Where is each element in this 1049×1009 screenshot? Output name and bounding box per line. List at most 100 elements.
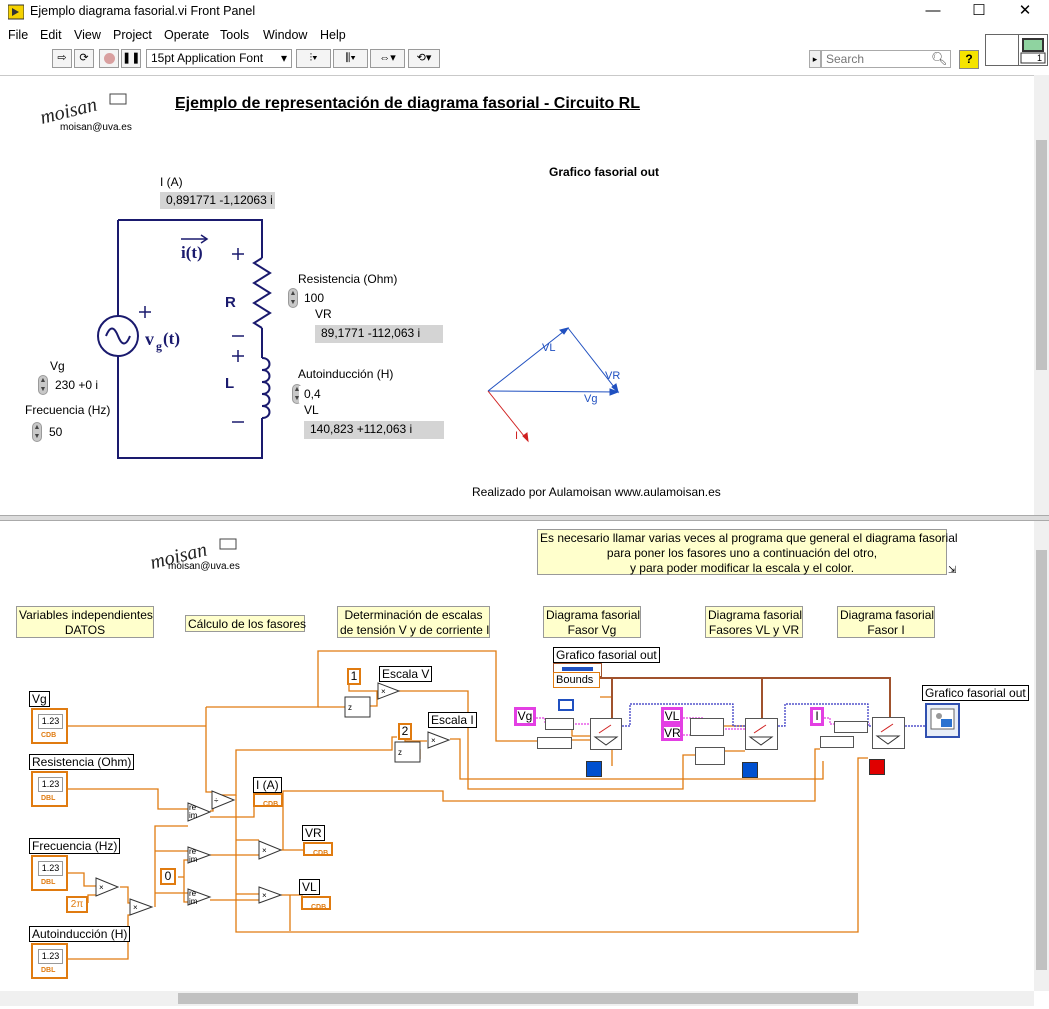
freq-increment-icon[interactable]: ▲▼ — [32, 422, 42, 442]
vi-icon-pane[interactable] — [985, 34, 1019, 66]
distribute-objects-icon[interactable]: ⫼▾ — [333, 49, 368, 68]
menu-operate[interactable]: Operate — [164, 28, 210, 42]
menu-window[interactable]: Window — [263, 28, 308, 42]
font-select[interactable]: 15pt Application Font▾ — [146, 49, 292, 68]
complex-magnitude-i[interactable] — [394, 741, 421, 763]
i-output-terminal[interactable]: CDB — [253, 793, 283, 808]
bounds-property[interactable]: Bounds — [553, 672, 600, 688]
vg-color-constant[interactable] — [586, 761, 602, 777]
vl-terminal-label: VL — [299, 879, 320, 895]
reorder-icon[interactable]: ⟲▾ — [408, 49, 440, 68]
i-color-constant[interactable] — [869, 759, 885, 775]
vr-output-terminal[interactable]: CDB — [303, 842, 333, 857]
divide-node[interactable] — [211, 790, 236, 810]
vlvr-color-constant[interactable] — [742, 762, 758, 778]
run-arrow-icon[interactable]: ⇨ — [52, 49, 72, 68]
vg-terminal[interactable]: 1.23 CDB — [31, 708, 68, 744]
i-bundle-node[interactable] — [834, 721, 868, 733]
vl-output-terminal[interactable]: CDB — [301, 896, 331, 911]
two-constant[interactable]: 2 — [398, 723, 412, 740]
connector-number: 1 — [1037, 53, 1043, 63]
maximize-button[interactable]: ☐ — [972, 2, 986, 19]
run-continuously-icon[interactable]: ⟳ — [74, 49, 94, 68]
footer-credit: Realizado por Aulamoisan www.aulamoisan.… — [472, 485, 721, 499]
one-constant[interactable]: 1 — [347, 668, 361, 685]
freq-control[interactable]: 50 — [44, 424, 94, 441]
svg-text:×: × — [262, 846, 267, 855]
i-phasor-constant[interactable]: I — [810, 707, 824, 726]
pane-splitter[interactable] — [0, 515, 1049, 521]
phasor-vl-arrowhead — [559, 327, 570, 335]
menu-help[interactable]: Help — [320, 28, 346, 42]
zero-constant[interactable]: 0 — [160, 868, 176, 885]
connector-pane[interactable]: 1 — [1018, 34, 1048, 66]
i-bundle-node-2[interactable] — [820, 736, 854, 748]
svg-text:im: im — [189, 811, 198, 820]
vr-phasor-constant[interactable]: VR — [661, 724, 683, 741]
phasor-subvi-vg[interactable] — [590, 718, 622, 750]
help-icon[interactable]: ? — [959, 50, 979, 69]
re-im-to-complex-2[interactable] — [187, 846, 212, 864]
phasor-vg-label: Vg — [584, 393, 597, 405]
search-input[interactable] — [821, 50, 951, 68]
vl-array-build[interactable] — [690, 718, 724, 736]
ind-control[interactable]: 0,4 — [299, 386, 349, 403]
vr-array-build[interactable] — [695, 747, 725, 765]
note-fasor-i-2: Fasor I — [867, 623, 905, 637]
resize-objects-icon[interactable]: ⇔▾ — [370, 49, 405, 68]
minimize-button[interactable]: — — [925, 2, 941, 19]
pause-icon[interactable]: ❚❚ — [121, 49, 141, 68]
vg-increment-icon[interactable]: ▲▼ — [38, 375, 48, 395]
twopi-constant[interactable]: 2π — [66, 896, 88, 913]
block-diagram-hscroll-thumb[interactable] — [178, 993, 858, 1004]
menu-file[interactable]: File — [8, 28, 29, 42]
graph-terminal[interactable] — [925, 703, 960, 738]
block-diagram-vscroll-thumb[interactable] — [1036, 550, 1047, 970]
front-panel-vscroll-thumb[interactable] — [1036, 140, 1047, 370]
align-objects-icon[interactable]: ⫶▾ — [296, 49, 331, 68]
res-terminal[interactable]: 1.23 DBL — [31, 771, 68, 807]
phasor-subvi-vlvr[interactable] — [745, 718, 778, 750]
multiply-node-4[interactable] — [258, 886, 283, 904]
abort-icon[interactable] — [99, 49, 119, 68]
vg-bundle-node[interactable] — [545, 718, 574, 730]
phasor-subvi-icon — [593, 724, 619, 746]
ind-terminal-label: Autoinducción (H) — [29, 926, 131, 942]
vl-output-type: CDB — [311, 904, 327, 911]
note-line-1: Es necesario llamar varias veces al prog… — [540, 531, 958, 545]
ind-terminal[interactable]: 1.23 DBL — [31, 943, 68, 979]
phasor-subvi-i[interactable] — [872, 717, 905, 749]
vg-phasor-constant[interactable]: Vg — [514, 707, 536, 726]
graph-title: Grafico fasorial out — [549, 165, 660, 179]
res-control[interactable]: 100 — [299, 290, 349, 307]
multiply-node-2[interactable] — [129, 898, 154, 916]
current-it-label: i(t) — [181, 243, 203, 262]
re-im-to-complex-3[interactable] — [187, 888, 212, 906]
note-fasores-1: Cálculo de los fasores — [188, 617, 307, 631]
menu-tools[interactable]: Tools — [220, 28, 250, 42]
vg-bundle-const[interactable] — [558, 699, 574, 711]
multiply-node-1[interactable] — [95, 877, 120, 897]
res-increment-icon[interactable]: ▲▼ — [288, 288, 298, 308]
re-im-to-complex-1[interactable] — [187, 802, 212, 822]
search-expand-icon[interactable]: ▸ — [809, 50, 821, 68]
vl-phasor-constant[interactable]: VL — [661, 707, 683, 724]
resize-grip-icon[interactable]: ⇲ — [948, 565, 957, 576]
i-label: I (A) — [160, 175, 183, 189]
note-fasor-i-1: Diagrama fasorial — [840, 608, 935, 622]
vg-control[interactable]: 230 +0 i — [50, 377, 110, 394]
multiply-node-3[interactable] — [258, 840, 283, 860]
search-icon[interactable]: 🔍︎ — [931, 51, 948, 66]
menu-view[interactable]: View — [74, 28, 101, 42]
vg-bundle-node-2[interactable] — [537, 737, 572, 749]
vr-indicator: 89,1771 -112,063 i — [315, 325, 443, 343]
complex-magnitude-v[interactable] — [344, 696, 371, 718]
escala-i-multiply[interactable] — [427, 731, 451, 749]
menu-edit[interactable]: Edit — [40, 28, 62, 42]
freq-terminal-label: Frecuencia (Hz) — [29, 838, 121, 854]
svg-text:re: re — [189, 889, 197, 898]
freq-terminal[interactable]: 1.23 DBL — [31, 855, 68, 891]
menu-project[interactable]: Project — [113, 28, 152, 42]
escala-v-multiply[interactable] — [377, 682, 401, 700]
close-button[interactable]: ✕ — [1018, 2, 1032, 19]
